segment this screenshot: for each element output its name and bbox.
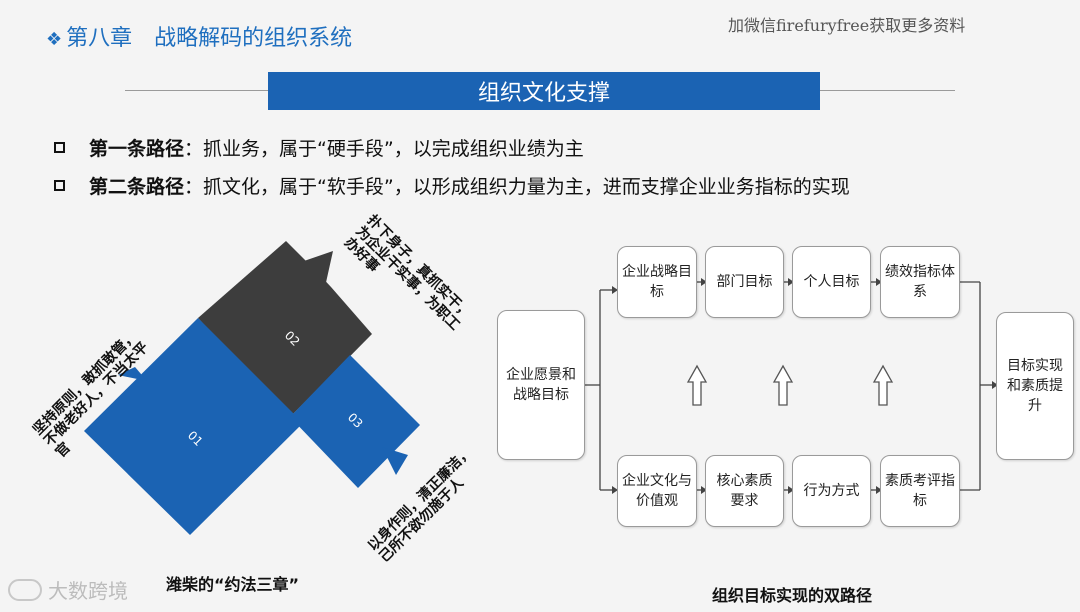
right-diagram-caption: 组织目标实现的双路径 bbox=[712, 586, 873, 605]
diamond-bullet-icon: ❖ bbox=[46, 29, 63, 50]
node-top-1: 企业战略目标 bbox=[617, 246, 697, 318]
node-bottom-4: 素质考评指标 bbox=[880, 455, 960, 527]
square-bullet-icon bbox=[54, 180, 65, 191]
up-arrow-icons bbox=[686, 364, 894, 406]
node-bottom-2: 核心素质要求 bbox=[705, 455, 784, 527]
brand-logo: 大数跨境 bbox=[8, 575, 128, 604]
yuefa-sanzhang-diagram: 02 01 03 坚持原则，敢抓敢管， 不做老好人，不当太平 官 扑下身子，真抓… bbox=[0, 205, 500, 608]
node-vision-strategy: 企业愿景和战略目标 bbox=[497, 310, 585, 460]
square-bullet-icon bbox=[54, 142, 65, 153]
diamond-blocks-graphic: 02 01 03 bbox=[84, 241, 420, 535]
node-bottom-3: 行为方式 bbox=[792, 455, 871, 527]
bullet-text: ：抓文化，属于“软手段”，以形成组织力量为主，进而支撑企业业务指标的实现 bbox=[184, 176, 850, 198]
bullet-heading: 第一条路径 bbox=[89, 138, 185, 160]
block-02: 02 bbox=[198, 241, 372, 417]
block-03: 03 bbox=[290, 355, 420, 488]
logo-text: 大数跨境 bbox=[48, 579, 128, 603]
node-goal-achievement: 目标实现和素质提升 bbox=[996, 312, 1074, 460]
bullet-text: ：抓业务，属于“硬手段”，以完成组织业绩为主 bbox=[184, 138, 584, 160]
bullet-heading: 第二条路径 bbox=[89, 176, 185, 198]
bullet-path-one: 第一条路径：抓业务，属于“硬手段”，以完成组织业绩为主 bbox=[54, 134, 584, 161]
section-banner: 组织文化支撑 bbox=[268, 72, 820, 110]
chapter-title: ❖第八章 战略解码的组织系统 bbox=[46, 20, 352, 52]
bullet-path-two: 第二条路径：抓文化，属于“软手段”，以形成组织力量为主，进而支撑企业业务指标的实… bbox=[54, 172, 850, 199]
watermark-text: 加微信firefuryfree获取更多资料 bbox=[728, 16, 966, 35]
block-01: 01 bbox=[84, 318, 303, 535]
node-top-2: 部门目标 bbox=[705, 246, 784, 318]
left-diagram-caption: 潍柴的“约法三章” bbox=[166, 575, 300, 594]
logo-mark-icon bbox=[8, 578, 42, 601]
chapter-title-text: 第八章 战略解码的组织系统 bbox=[66, 26, 353, 51]
node-bottom-1: 企业文化与价值观 bbox=[617, 455, 697, 527]
node-top-3: 个人目标 bbox=[792, 246, 871, 318]
node-top-4: 绩效指标体系 bbox=[880, 246, 960, 318]
